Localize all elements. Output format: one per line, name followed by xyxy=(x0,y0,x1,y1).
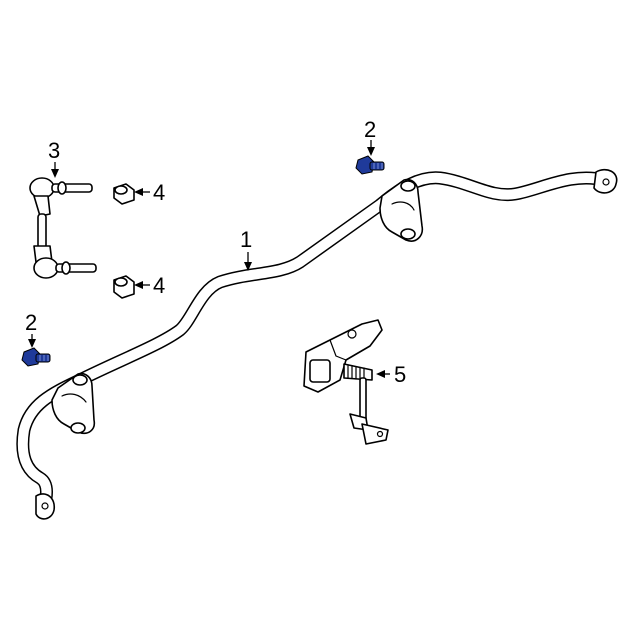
bar-bracket-lower[interactable] xyxy=(51,372,96,435)
callout-4-upper-label: 4 xyxy=(153,180,165,205)
callout-2-lower-label: 2 xyxy=(25,310,37,335)
height-sensor[interactable] xyxy=(303,319,389,445)
callout-2-upper-label: 2 xyxy=(364,117,376,142)
nut-upper[interactable] xyxy=(113,183,135,205)
stabilizer-link[interactable] xyxy=(29,177,97,279)
bolt-upper[interactable] xyxy=(355,155,385,175)
callout-2-lower-leader xyxy=(28,334,36,348)
callout-5-leader xyxy=(376,370,390,378)
callout-5-label: 5 xyxy=(394,362,406,387)
callout-3-label: 3 xyxy=(48,138,60,163)
nut-lower[interactable] xyxy=(113,275,135,299)
stabilizer-bar[interactable] xyxy=(16,168,618,520)
callout-4-lower-leader xyxy=(134,281,150,289)
callout-1-label: 1 xyxy=(240,227,252,252)
bar-bracket-upper[interactable] xyxy=(379,178,424,242)
callout-2-upper-leader xyxy=(367,140,375,156)
callout-4-upper-leader xyxy=(134,188,150,196)
callout-3-leader xyxy=(51,162,59,178)
callout-4-lower-label: 4 xyxy=(153,273,165,298)
bolt-lower[interactable] xyxy=(21,347,51,367)
callout-1-leader xyxy=(244,252,252,271)
